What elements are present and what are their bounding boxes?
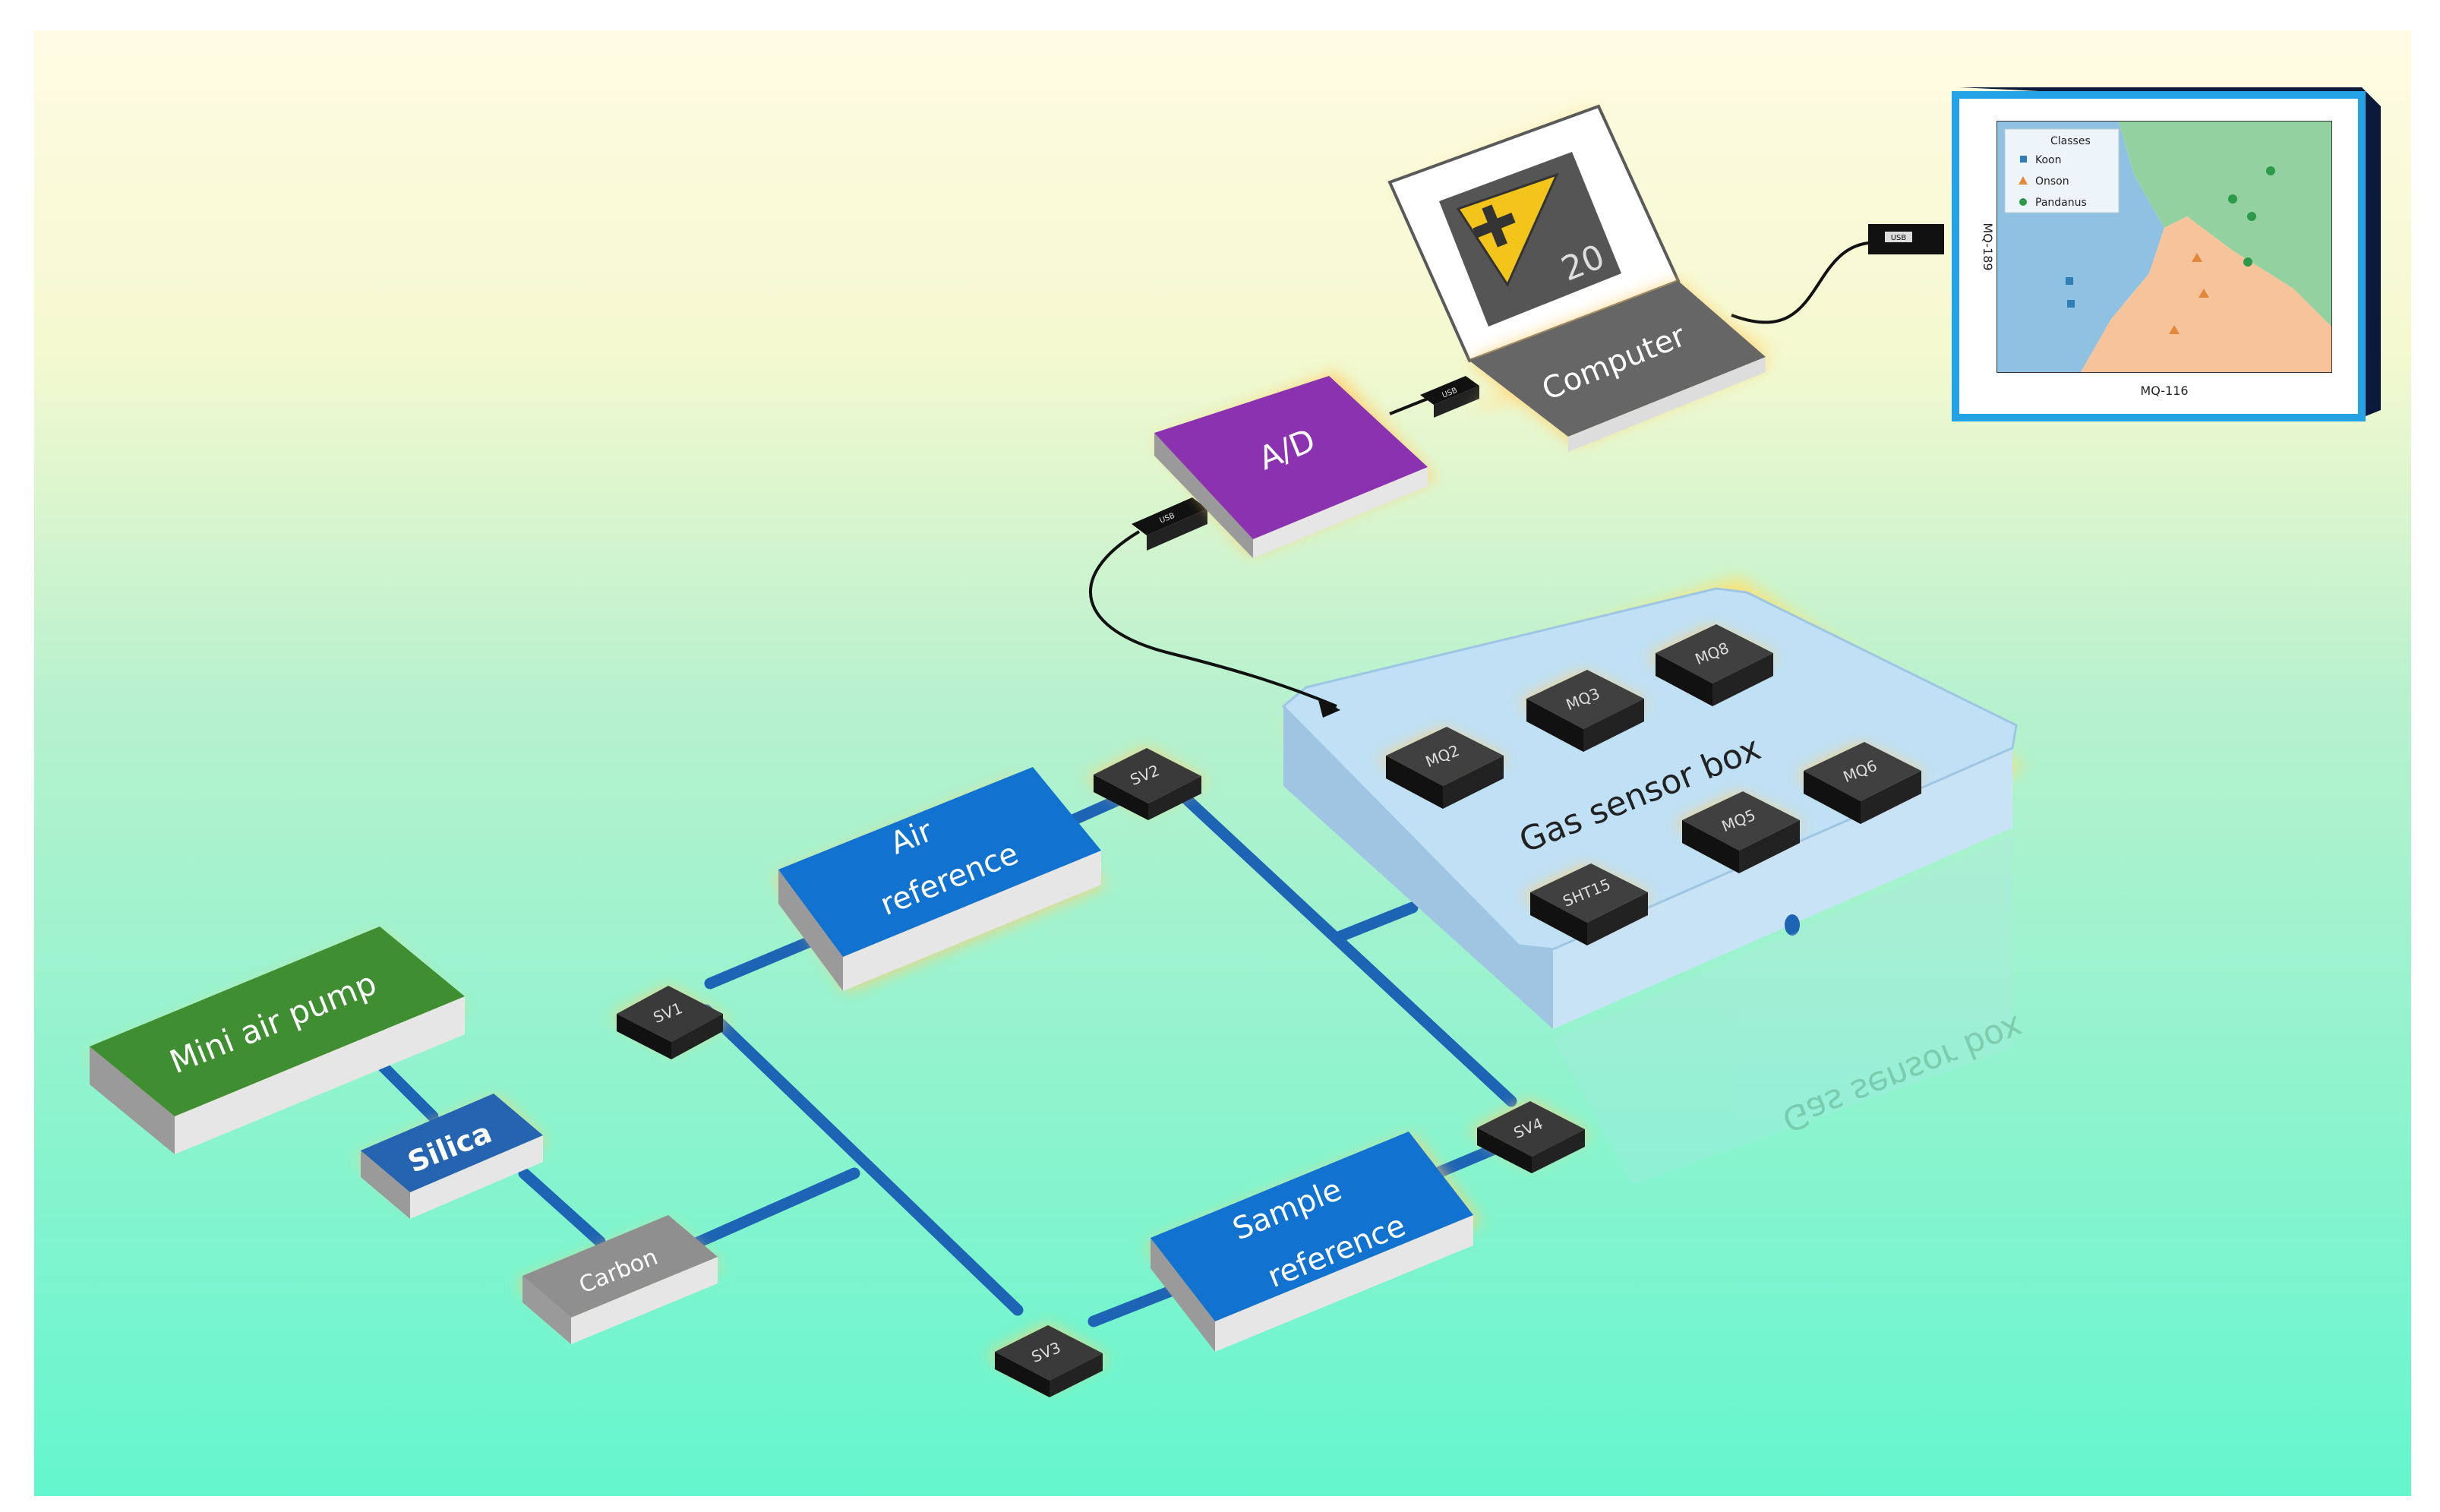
silica-block: Silica	[357, 1094, 547, 1219]
region-pandanus	[2119, 122, 2331, 327]
point-onson	[2199, 289, 2209, 298]
sensor-mq5: MQ5	[1675, 791, 1804, 873]
cable-ad-to-computer	[1389, 397, 1428, 415]
usb-plug-computer: USB	[1420, 376, 1479, 418]
valve-sv4: SV4	[1469, 1101, 1591, 1173]
legend-title: Classes	[2050, 135, 2091, 147]
decision-boundary-plot: Classes Koon Onson Pandanus MQ-116 MQ-18…	[1981, 121, 2332, 398]
point-onson	[2169, 325, 2180, 334]
cable-arrowhead	[1318, 697, 1340, 718]
tube-sv2-sv4	[1179, 791, 1517, 1107]
usb-plug-monitor: USB	[1868, 224, 1944, 254]
sensor-mq8: MQ8	[1648, 624, 1777, 706]
ad-converter-block: A/D	[1154, 372, 1435, 558]
air-reference-block: Air reference	[775, 767, 1105, 991]
point-pandanus	[2243, 257, 2252, 267]
valve-sv1: SV1	[611, 986, 729, 1059]
cable-ad-to-sensor-box	[1089, 530, 1337, 708]
tube-to-sensor-box	[1330, 901, 1419, 944]
tube-carbon-junction	[685, 1167, 860, 1252]
point-koon	[2067, 300, 2075, 308]
valve-sv3: SV3	[987, 1325, 1109, 1397]
plot-legend: Classes Koon Onson Pandanus	[2004, 128, 2120, 213]
usb-plug-monitor-label: USB	[1891, 234, 1907, 242]
tube-silica-carbon	[518, 1167, 606, 1248]
usb-plug-ad: USB	[1132, 497, 1207, 551]
point-pandanus	[2228, 194, 2237, 204]
valve-sv2: SV2	[1086, 748, 1207, 820]
plot-ylabel: MQ-189	[1981, 223, 1995, 270]
point-pandanus	[2247, 212, 2256, 221]
gas-sensor-box: Gas sensor box	[1281, 577, 2024, 1029]
sample-reference-block: Sample reference	[1147, 1132, 1481, 1352]
sensor-chips: MQ2 MQ3 MQ8 MQ6 MQ5	[1378, 624, 1925, 945]
tube-sv1-sv3	[700, 1004, 1024, 1316]
sensor-box-top	[1281, 587, 2018, 951]
sensor-box-port	[1785, 914, 1800, 936]
point-koon	[2066, 277, 2073, 285]
sensor-mq6: MQ6	[1796, 742, 1925, 824]
sensor-mq3: MQ3	[1519, 670, 1648, 752]
sensor-mq2: MQ2	[1378, 727, 1507, 809]
monitor: Classes Koon Onson Pandanus MQ-116 MQ-18…	[1952, 87, 2381, 421]
point-pandanus	[2266, 166, 2275, 175]
point-onson	[2192, 253, 2202, 262]
laptop-base	[1469, 281, 1766, 437]
sensor-sht15: SHT15	[1523, 863, 1652, 945]
labview-logo: 20	[1439, 152, 1621, 327]
plot-xlabel: MQ-116	[2140, 384, 2188, 398]
laptop-computer: 20 Computer	[1387, 104, 1777, 452]
legend-pandanus: Pandanus	[2035, 197, 2087, 209]
legend-koon: Koon	[2035, 154, 2062, 166]
legend-onson: Onson	[2035, 175, 2069, 188]
carbon-block: Carbon	[516, 1215, 721, 1344]
